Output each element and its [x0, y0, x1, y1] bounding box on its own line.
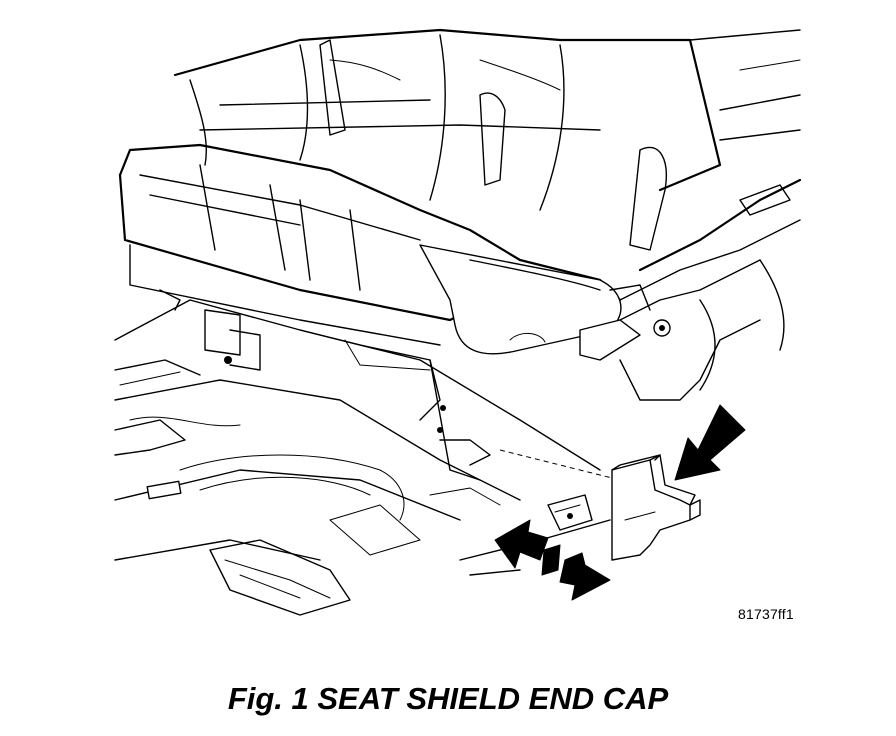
removal-arrow-icon — [494, 519, 611, 601]
side-trim-panel — [579, 29, 802, 401]
seat-back — [173, 28, 722, 251]
figure-caption: Fig. 1 SEAT SHIELD END CAP — [227, 681, 669, 716]
seat-shield-end-cap — [611, 454, 701, 561]
seat-cushion — [118, 143, 622, 481]
retainer-clip — [547, 494, 593, 531]
figure-reference-id: 81737ff1 — [738, 606, 794, 622]
callout-arrow-icon — [674, 404, 746, 481]
seat-brackets — [159, 289, 261, 371]
